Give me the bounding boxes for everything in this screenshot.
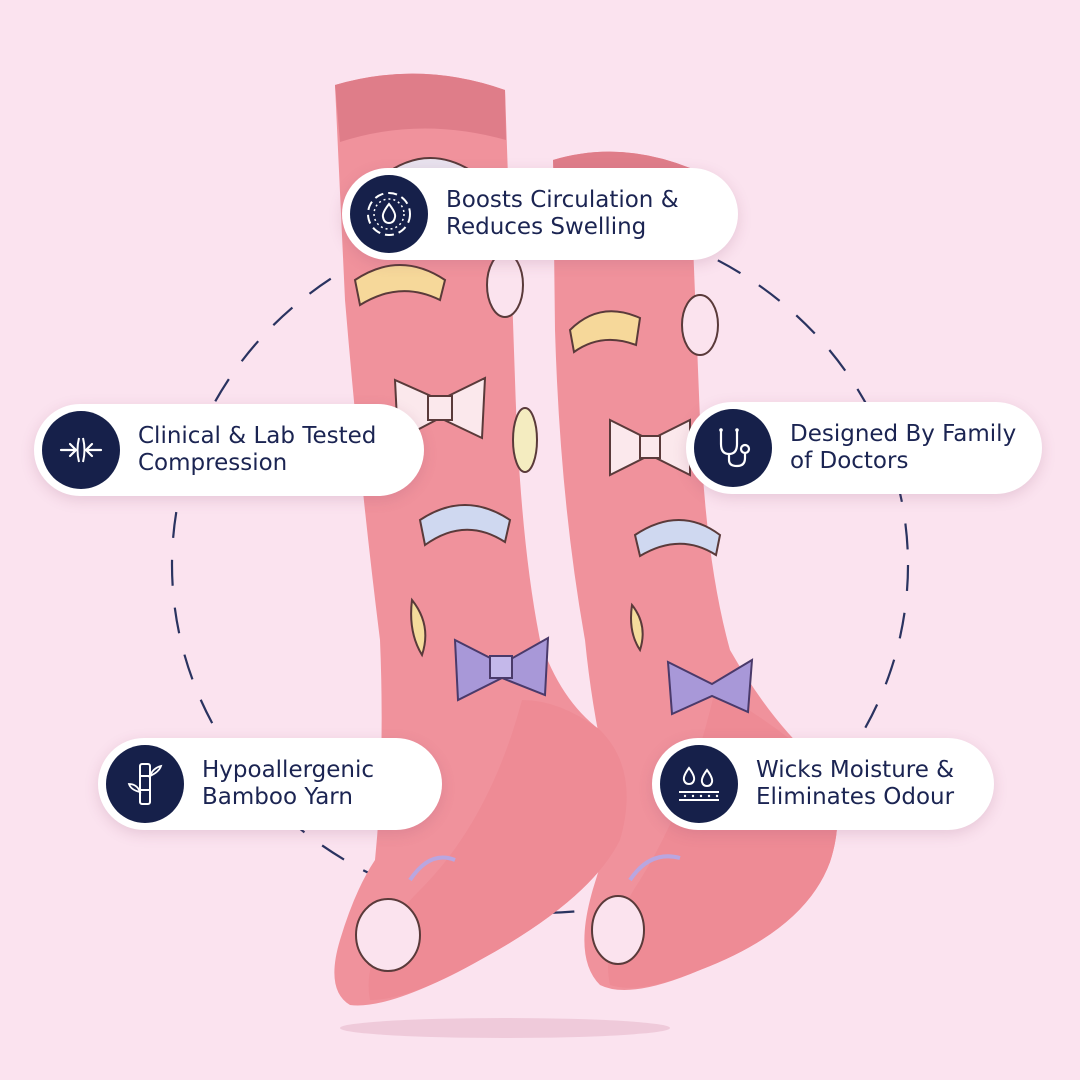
feature-label-line: Bamboo Yarn (202, 784, 353, 810)
floor-shadow (340, 1018, 670, 1038)
feature-badge (660, 745, 738, 823)
feature-bamboo: Hypoallergenic Bamboo Yarn (98, 738, 442, 830)
feature-compression: Clinical & Lab Tested Compression (34, 404, 424, 496)
compression-arrows-icon (59, 437, 103, 463)
feature-badge (694, 409, 772, 487)
feature-badge (350, 175, 428, 253)
feature-label-line: Boosts Circulation & (446, 187, 679, 213)
feature-label-line: Clinical & Lab Tested (138, 423, 377, 449)
feature-doctors: Designed By Family of Doctors (686, 402, 1042, 494)
feature-label-line: Compression (138, 450, 288, 476)
feature-label-line: of Doctors (790, 448, 909, 474)
feature-label: Wicks Moisture & Eliminates Odour (756, 757, 954, 811)
feature-label: Hypoallergenic Bamboo Yarn (202, 757, 374, 811)
feature-badge (106, 745, 184, 823)
feature-label-line: Eliminates Odour (756, 784, 955, 810)
feature-label: Boosts Circulation & Reduces Swelling (446, 187, 679, 241)
feature-label-line: Hypoallergenic (202, 757, 375, 783)
feature-label: Designed By Family of Doctors (790, 421, 1016, 475)
feature-badge (42, 411, 120, 489)
stethoscope-icon (719, 428, 751, 468)
feature-moisture: Wicks Moisture & Eliminates Odour (652, 738, 994, 830)
feature-circulation: Boosts Circulation & Reduces Swelling (342, 168, 738, 260)
moisture-drops-icon (679, 766, 719, 801)
circulation-droplet-icon (367, 192, 411, 236)
feature-label-line: Reduces Swelling (446, 214, 647, 240)
feature-label-line: Wicks Moisture & (756, 757, 955, 783)
feature-label: Clinical & Lab Tested Compression (138, 423, 376, 477)
bamboo-icon (127, 763, 163, 805)
feature-label-line: Designed By Family (790, 421, 1017, 447)
